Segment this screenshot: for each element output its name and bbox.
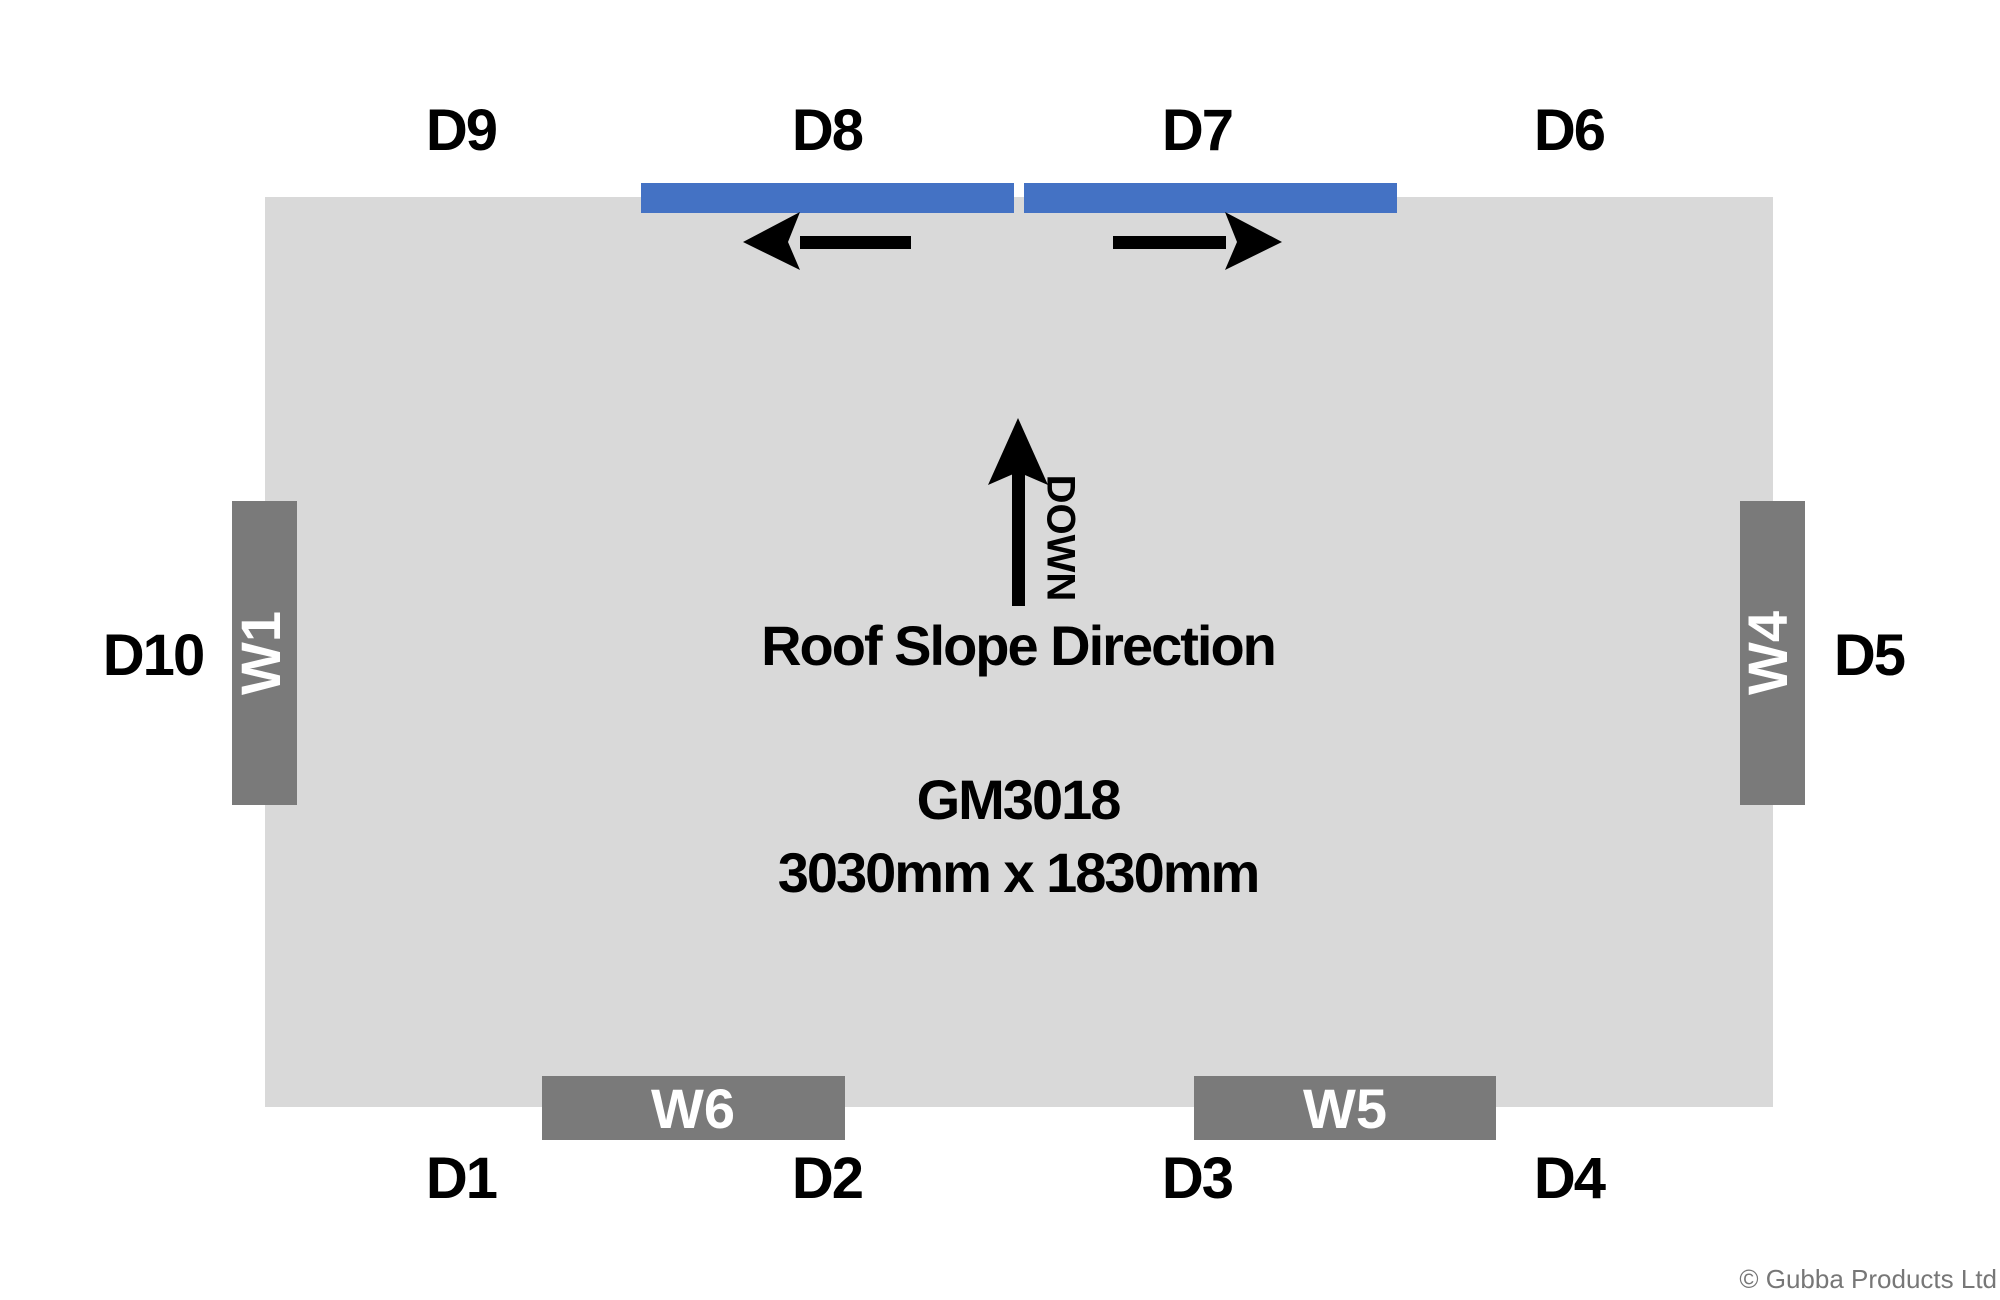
model-code: GM3018 <box>917 768 1121 831</box>
model-dimensions: 3030mm x 1830mm <box>778 841 1259 904</box>
label-d3: D3 <box>1162 1146 1233 1211</box>
wall-bottom-right <box>1194 1076 1496 1140</box>
label-d9: D9 <box>426 98 497 163</box>
gutter-left <box>641 183 1014 213</box>
wall-left <box>232 501 297 805</box>
arrow-right-icon <box>1113 212 1282 270</box>
label-d6: D6 <box>1534 98 1605 163</box>
wall-right <box>1740 501 1805 805</box>
wall-bottom-right-label: W5 <box>1303 1077 1387 1140</box>
slope-title: Roof Slope Direction <box>761 614 1275 677</box>
copyright-notice: © Gubba Products Ltd <box>1739 1264 1997 1294</box>
arrow-up-icon <box>988 418 1048 606</box>
roof-floor-area <box>265 197 1773 1107</box>
label-d7: D7 <box>1162 98 1232 163</box>
wall-right-label: W4 <box>1736 611 1799 695</box>
label-d4: D4 <box>1534 1146 1606 1211</box>
slope-direction-label: DOWN <box>1038 475 1082 602</box>
label-d2: D2 <box>792 1146 862 1211</box>
wall-bottom-left <box>542 1076 845 1140</box>
label-d10: D10 <box>103 623 203 688</box>
wall-left-label: W1 <box>229 611 292 695</box>
label-d8: D8 <box>792 98 863 163</box>
arrow-left-icon <box>743 212 911 270</box>
label-d1: D1 <box>426 1146 497 1211</box>
label-d5: D5 <box>1834 623 1905 688</box>
wall-bottom-left-label: W6 <box>651 1077 735 1140</box>
gutter-right <box>1024 183 1397 213</box>
